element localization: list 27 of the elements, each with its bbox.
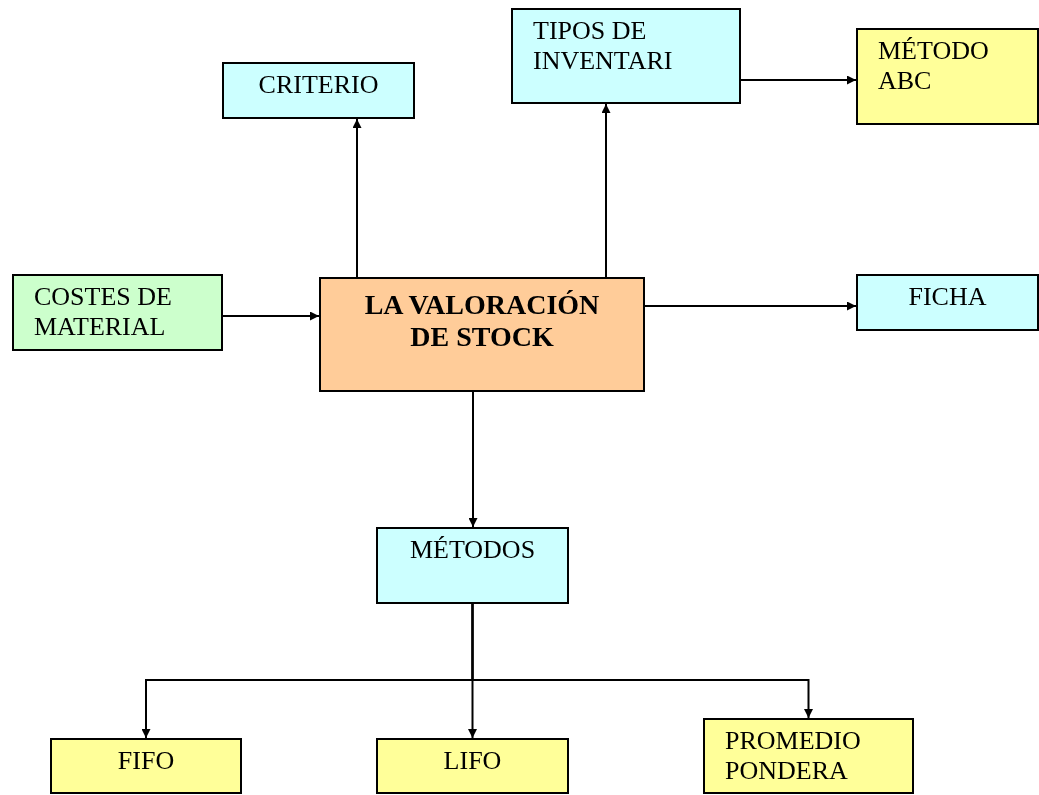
node-text: FICHA [907, 282, 988, 312]
arrow [222, 311, 320, 321]
method-box [703, 718, 914, 794]
topic-box [222, 62, 415, 119]
node-text: FIFO [116, 746, 176, 776]
method-box [50, 738, 242, 794]
node-text: CRITERIO [257, 70, 380, 100]
topic-box [511, 8, 741, 104]
node-text: MÉTODO ABC [878, 36, 990, 96]
method-box [856, 28, 1039, 125]
node-text: TIPOS DE INVENTARI [533, 16, 674, 76]
arrow [601, 103, 611, 278]
topic-box [856, 274, 1039, 331]
arrow [352, 118, 362, 278]
node-text: PROMEDIO PONDERA [725, 726, 862, 786]
arrow [468, 391, 478, 528]
arrow [471, 603, 813, 719]
arrow [740, 75, 857, 85]
central-concept-box [319, 277, 645, 392]
topic-box [376, 527, 569, 604]
node-text: MÉTODOS [408, 535, 537, 565]
input-box [12, 274, 223, 351]
arrow [644, 301, 857, 311]
method-box [376, 738, 569, 794]
node-text: COSTES DE MATERIAL [34, 282, 173, 342]
node-text: LA VALORACIÓN DE STOCK [363, 289, 601, 354]
node-text: LIFO [442, 746, 503, 776]
